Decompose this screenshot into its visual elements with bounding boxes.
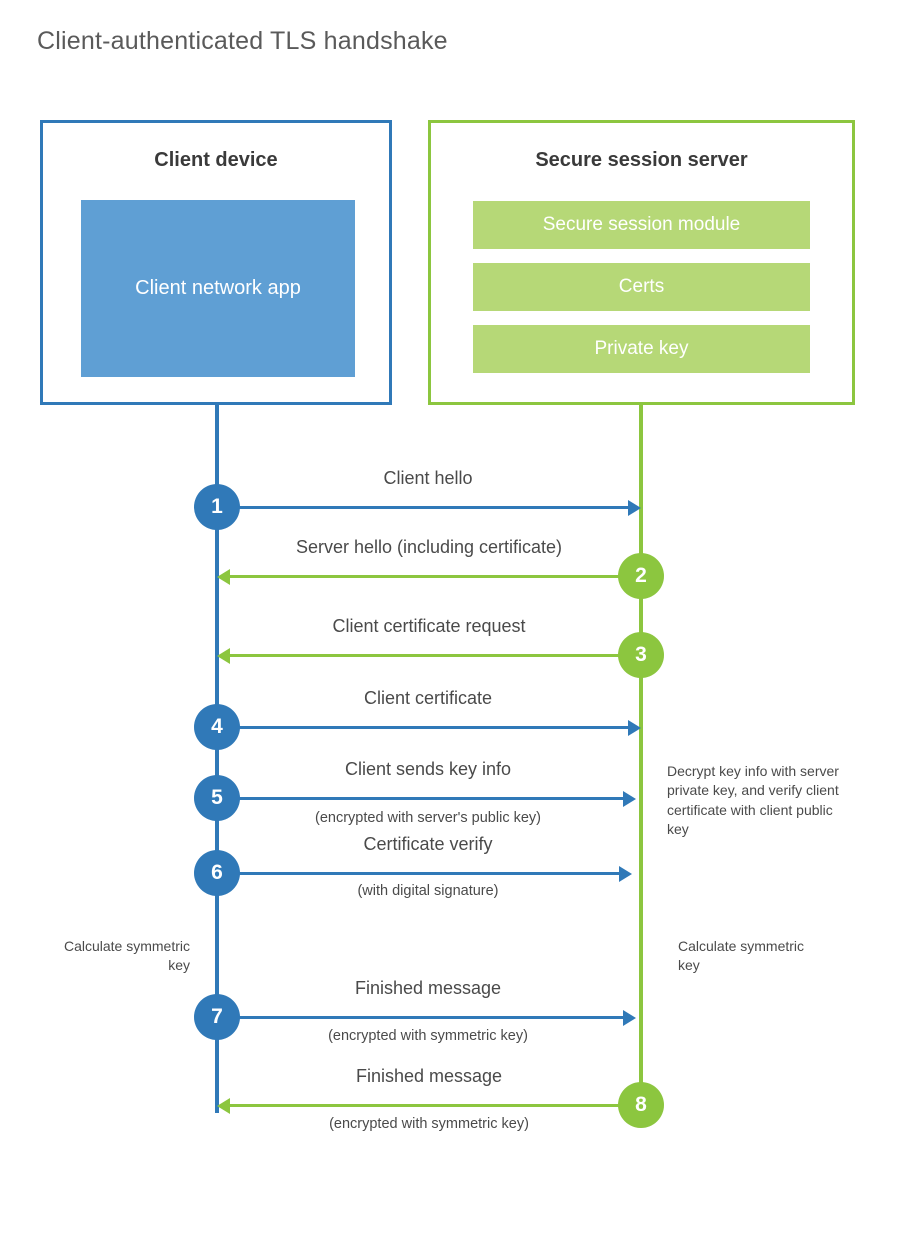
- message-sublabel-7: (encrypted with symmetric key): [328, 1028, 528, 1044]
- arrow-head-2: [217, 569, 230, 585]
- arrow-head-4: [628, 720, 641, 736]
- message-sublabel-5: (encrypted with server's public key): [315, 810, 541, 826]
- arrow-shaft-7: [217, 1016, 623, 1019]
- secure-session-server-box: Secure session server Secure session mod…: [428, 120, 855, 405]
- message-label-5: Client sends key info: [344, 759, 512, 779]
- page-title: Client-authenticated TLS handshake: [37, 27, 448, 55]
- arrow-shaft-8: [230, 1104, 641, 1107]
- client-network-app-block: Client network app: [81, 200, 355, 377]
- arrow-shaft-5: [217, 797, 623, 800]
- arrow-head-3: [217, 648, 230, 664]
- message-sublabel-8: (encrypted with symmetric key): [329, 1116, 529, 1132]
- step-circle-3[interactable]: 3: [618, 632, 664, 678]
- arrow-head-8: [217, 1098, 230, 1114]
- arrow-shaft-1: [217, 506, 628, 509]
- step-circle-7[interactable]: 7: [194, 994, 240, 1040]
- arrow-shaft-4: [217, 726, 628, 729]
- message-sublabel-6: (with digital signature): [357, 883, 499, 899]
- server-component-certs: Certs: [473, 263, 810, 311]
- arrow-head-5: [623, 791, 636, 807]
- step-circle-6[interactable]: 6: [194, 850, 240, 896]
- server-component-secure-session-module: Secure session module: [473, 201, 810, 249]
- message-label-8: Finished message: [355, 1066, 503, 1086]
- client-calculate-symmetric-key-annotation: Calculate symmetric key: [63, 938, 190, 974]
- message-label-3: Client certificate request: [332, 616, 526, 636]
- arrow-shaft-3: [230, 654, 641, 657]
- arrow-shaft-6: [217, 872, 619, 875]
- server-component-private-key: Private key: [473, 325, 810, 373]
- message-label-2: Server hello (including certificate): [295, 537, 563, 557]
- server-lifeline: [639, 405, 643, 1105]
- message-label-1: Client hello: [383, 468, 473, 488]
- arrow-head-7: [623, 1010, 636, 1026]
- server-decrypt-annotation: Decrypt key info with server private key…: [667, 763, 839, 837]
- arrow-shaft-2: [230, 575, 641, 578]
- arrow-head-6: [619, 866, 632, 882]
- step-circle-8[interactable]: 8: [618, 1082, 664, 1128]
- server-component-list: Secure session module Certs Private key: [473, 201, 810, 373]
- step-circle-2[interactable]: 2: [618, 553, 664, 599]
- message-label-6: Certificate verify: [363, 834, 493, 854]
- step-circle-5[interactable]: 5: [194, 775, 240, 821]
- server-calculate-symmetric-key-annotation: Calculate symmetric key: [678, 938, 805, 974]
- arrow-head-1: [628, 500, 641, 516]
- step-circle-4[interactable]: 4: [194, 704, 240, 750]
- message-label-7: Finished message: [354, 978, 502, 998]
- step-circle-1[interactable]: 1: [194, 484, 240, 530]
- secure-session-server-title: Secure session server: [535, 149, 748, 171]
- client-lifeline: [215, 405, 219, 1113]
- message-label-4: Client certificate: [363, 688, 493, 708]
- client-device-box: Client device Client network app: [40, 120, 392, 405]
- client-device-title: Client device: [154, 149, 278, 171]
